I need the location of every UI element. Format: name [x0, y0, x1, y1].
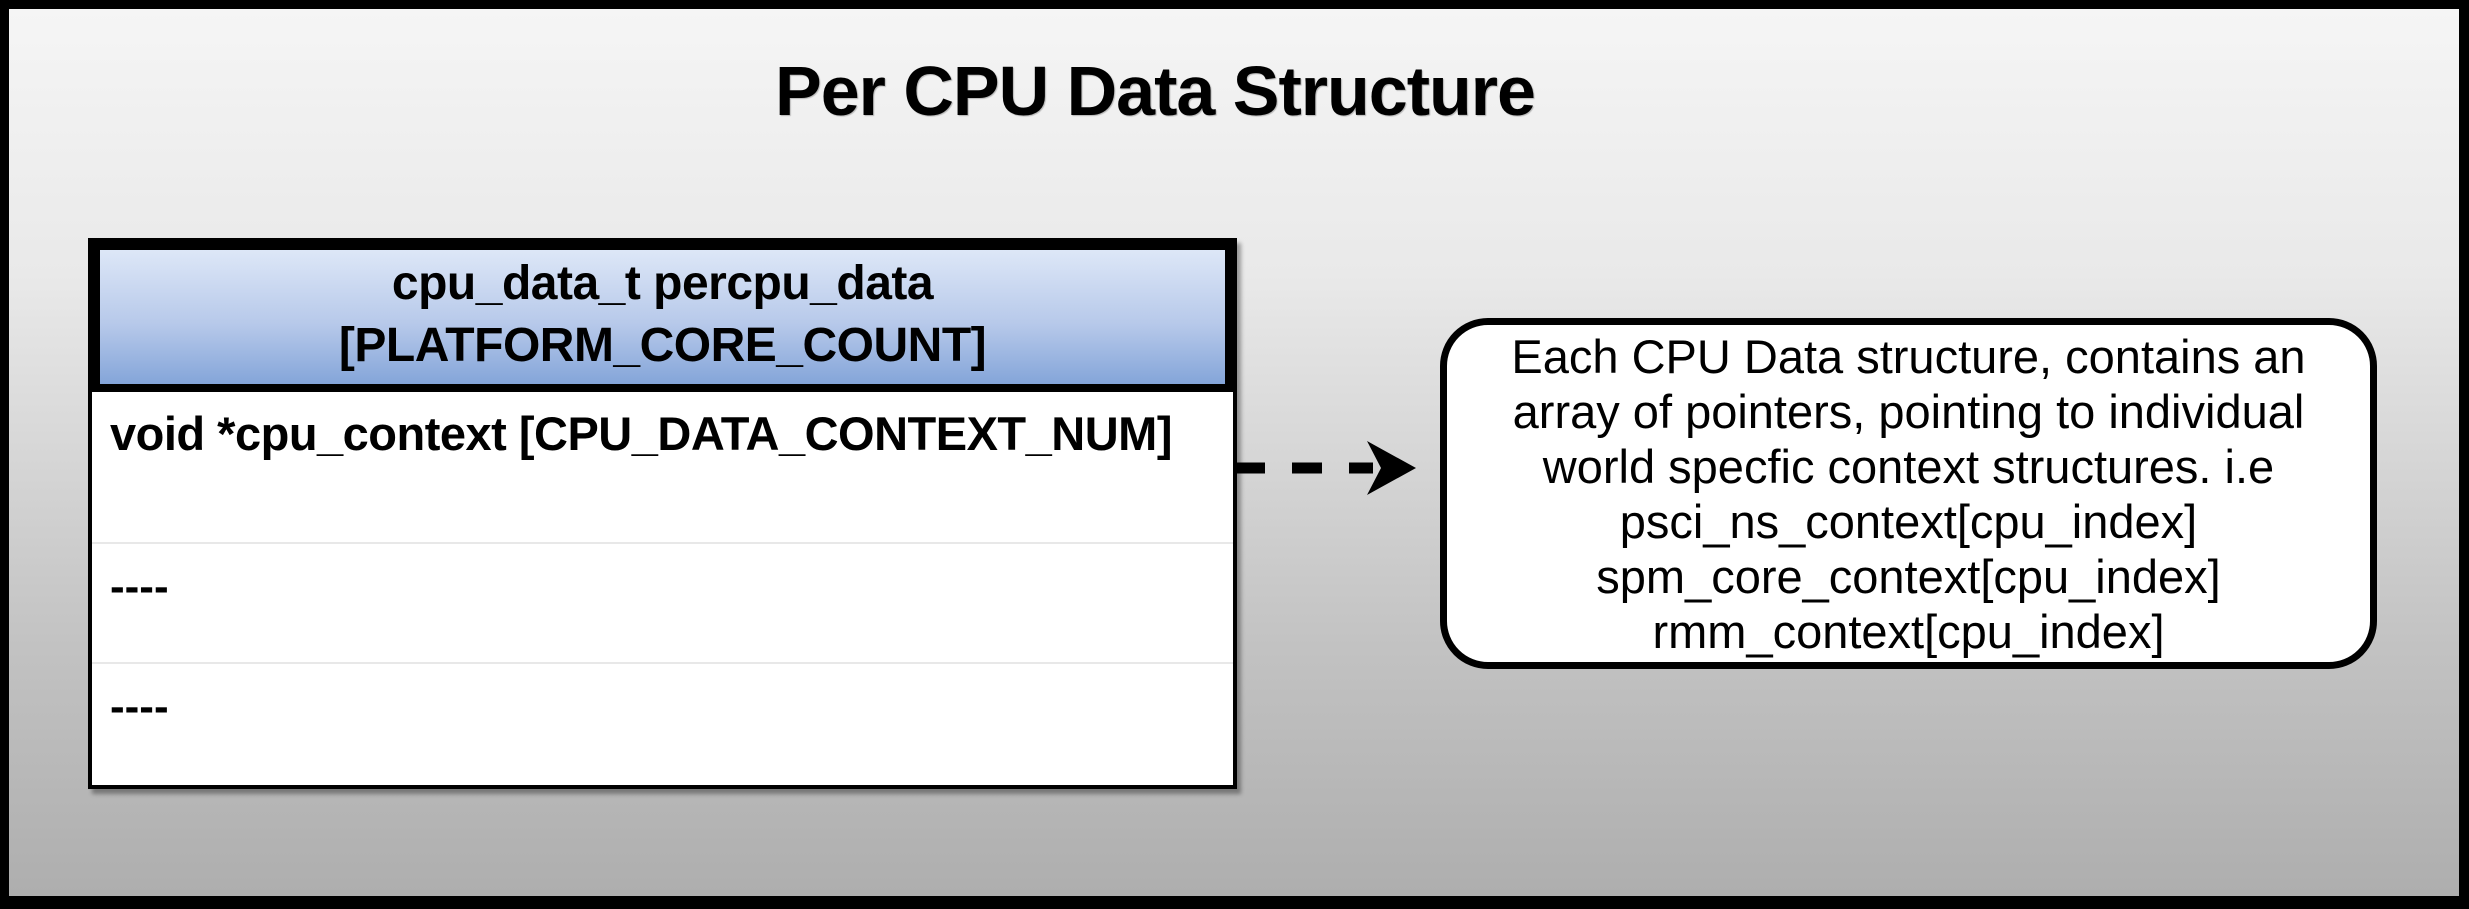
table-header-line-1: cpu_data_t percpu_data	[391, 257, 934, 310]
cpu-data-table: cpu_data_t percpu_data [PLATFORM_CORE_CO…	[88, 238, 1237, 789]
note-line: array of pointers, pointing to individua…	[1512, 384, 2305, 438]
note-line: Each CPU Data structure, contains an	[1511, 329, 2306, 383]
note-box: Each CPU Data structure, contains an arr…	[1440, 318, 2377, 669]
table-row-cpu-context: void *cpu_context [CPU_DATA_CONTEXT_NUM]	[92, 392, 1233, 544]
note-line: psci_ns_context[cpu_index]	[1619, 494, 2198, 548]
table-header-line-2: [PLATFORM_CORE_COUNT]	[338, 319, 987, 372]
table-header: cpu_data_t percpu_data [PLATFORM_CORE_CO…	[92, 242, 1233, 392]
diagram-title: Per CPU Data Structure	[775, 52, 1536, 130]
table-row-placeholder-2: ----	[110, 682, 169, 731]
note-line: world specfic context structures. i.e	[1542, 439, 2275, 493]
table-row-placeholder-1: ----	[92, 544, 1233, 664]
diagram-background: Per CPU Data Structure cpu_data_t percpu…	[9, 9, 2459, 896]
note-line: spm_core_context[cpu_index]	[1596, 549, 2221, 603]
note-line: rmm_context[cpu_index]	[1652, 604, 2165, 658]
dashed-arrow-icon	[1235, 441, 1416, 495]
